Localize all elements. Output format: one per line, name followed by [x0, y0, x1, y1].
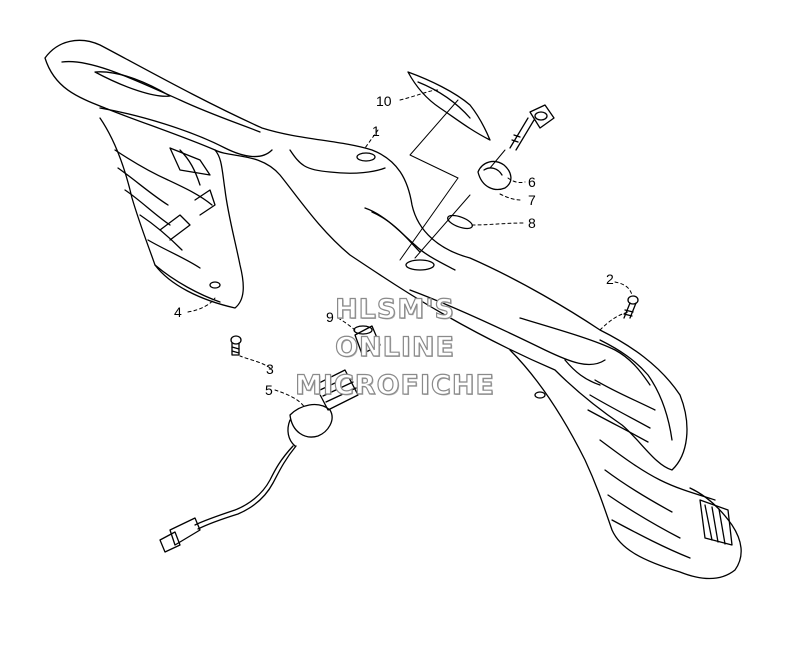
console-housing	[44, 39, 688, 471]
part-10-decal	[407, 71, 491, 141]
part-6-key-switch	[509, 104, 555, 151]
right-vent-section	[509, 349, 742, 580]
left-bracket	[99, 117, 244, 309]
leader-lines	[187, 89, 633, 409]
watermark-line-3: MICROFICHE	[294, 370, 495, 401]
callout-4: 4	[174, 304, 182, 320]
part-8-washer	[447, 214, 473, 230]
part-9-grommet	[353, 325, 381, 355]
part-2-screw	[623, 295, 639, 319]
bulb-socket-harness	[159, 369, 359, 553]
watermark-line-1: HLSM'S	[334, 294, 455, 325]
callout-9: 9	[326, 309, 334, 325]
callout-5: 5	[265, 382, 273, 398]
callout-1: 1	[372, 123, 380, 139]
part-7-bezel	[477, 160, 512, 191]
callout-8: 8	[528, 215, 536, 231]
watermark-line-2: ONLINE	[334, 332, 455, 363]
callout-10: 10	[376, 93, 392, 109]
callout-7: 7	[528, 192, 536, 208]
callout-2: 2	[606, 271, 614, 287]
part-3-screw	[230, 335, 242, 356]
callout-3: 3	[266, 361, 274, 377]
assembly-guide-lines	[399, 99, 506, 261]
callout-6: 6	[528, 174, 536, 190]
